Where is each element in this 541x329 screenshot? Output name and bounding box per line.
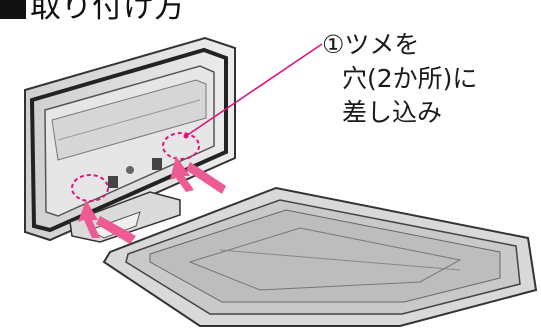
insert-arrow-right-icon (170, 156, 226, 194)
insert-arrow-left-icon (78, 200, 136, 244)
tray-base (102, 186, 538, 327)
hole-marker-right (162, 132, 200, 160)
callout-line-1: ①ツメを (322, 30, 420, 59)
leader-dot (183, 133, 189, 139)
instruction-callout: ①ツメを 穴(2か所)に 差し込み (322, 28, 477, 130)
title-text: 取り付け方 (30, 0, 185, 25)
square-bullet-icon (0, 0, 26, 19)
door-panel (24, 36, 236, 242)
page-title: 取り付け方 (0, 0, 185, 26)
callout-line-3: 差し込み (342, 98, 443, 127)
hole-marker-left (71, 174, 109, 202)
callout-leader-line (185, 43, 323, 137)
callout-line-2: 穴(2か所)に (342, 64, 478, 93)
